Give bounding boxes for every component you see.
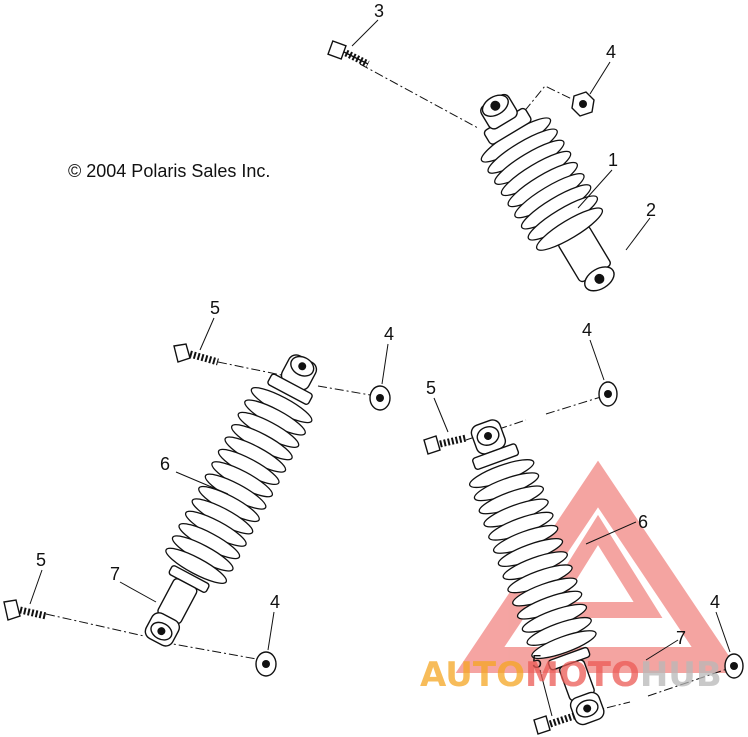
callout-1: 1 [608, 150, 618, 170]
nut-right-lower [724, 653, 744, 679]
bolt-left-upper [173, 343, 219, 366]
watermark-part-auto: AUTO [420, 655, 525, 695]
bolt-left-lower [3, 599, 47, 621]
callout-4-left-lower: 4 [270, 592, 280, 612]
callout-3-top: 3 [374, 1, 384, 21]
nut-left-lower [255, 651, 277, 677]
assembly-lines [45, 63, 731, 717]
copyright-notice: © 2004 Polaris Sales Inc. [68, 161, 270, 181]
callout-4-top: 4 [606, 42, 616, 62]
bolt-top [327, 40, 370, 68]
watermark-part-hub: HUB [640, 655, 722, 695]
nut-left-upper [369, 385, 391, 411]
nut-right-upper [598, 381, 618, 407]
shock-assembly-left [3, 343, 391, 677]
callout-4-right-lower: 4 [710, 592, 720, 612]
shock-assembly-right [423, 381, 744, 735]
callout-labels: 3 4 1 2 5 4 6 7 5 4 4 5 6 7 4 5 [36, 1, 720, 672]
callout-4-right-upper: 4 [582, 320, 592, 340]
watermark-part-moto: MOTO [525, 655, 640, 695]
shock-assembly-top [327, 40, 615, 292]
bolt-right-lower [533, 712, 576, 735]
leader-lines [29, 19, 731, 717]
watermark-logo-text: AUTOMOTOHUB [420, 655, 722, 695]
callout-5-left-lower: 5 [36, 550, 46, 570]
nut-top [571, 91, 595, 117]
callout-7-right: 7 [676, 628, 686, 648]
callout-6-right: 6 [638, 512, 648, 532]
callout-5-left-upper: 5 [210, 298, 220, 318]
callout-5-right-lower: 5 [532, 652, 542, 672]
callout-4-left-upper: 4 [384, 324, 394, 344]
svg-text:AUTOMOTOHUB: AUTOMOTOHUB [420, 655, 722, 695]
callout-2: 2 [646, 200, 656, 220]
callout-5-right-upper: 5 [426, 378, 436, 398]
bolt-right-upper [423, 434, 467, 455]
callout-7-left: 7 [110, 564, 120, 584]
callout-6-left: 6 [160, 454, 170, 474]
